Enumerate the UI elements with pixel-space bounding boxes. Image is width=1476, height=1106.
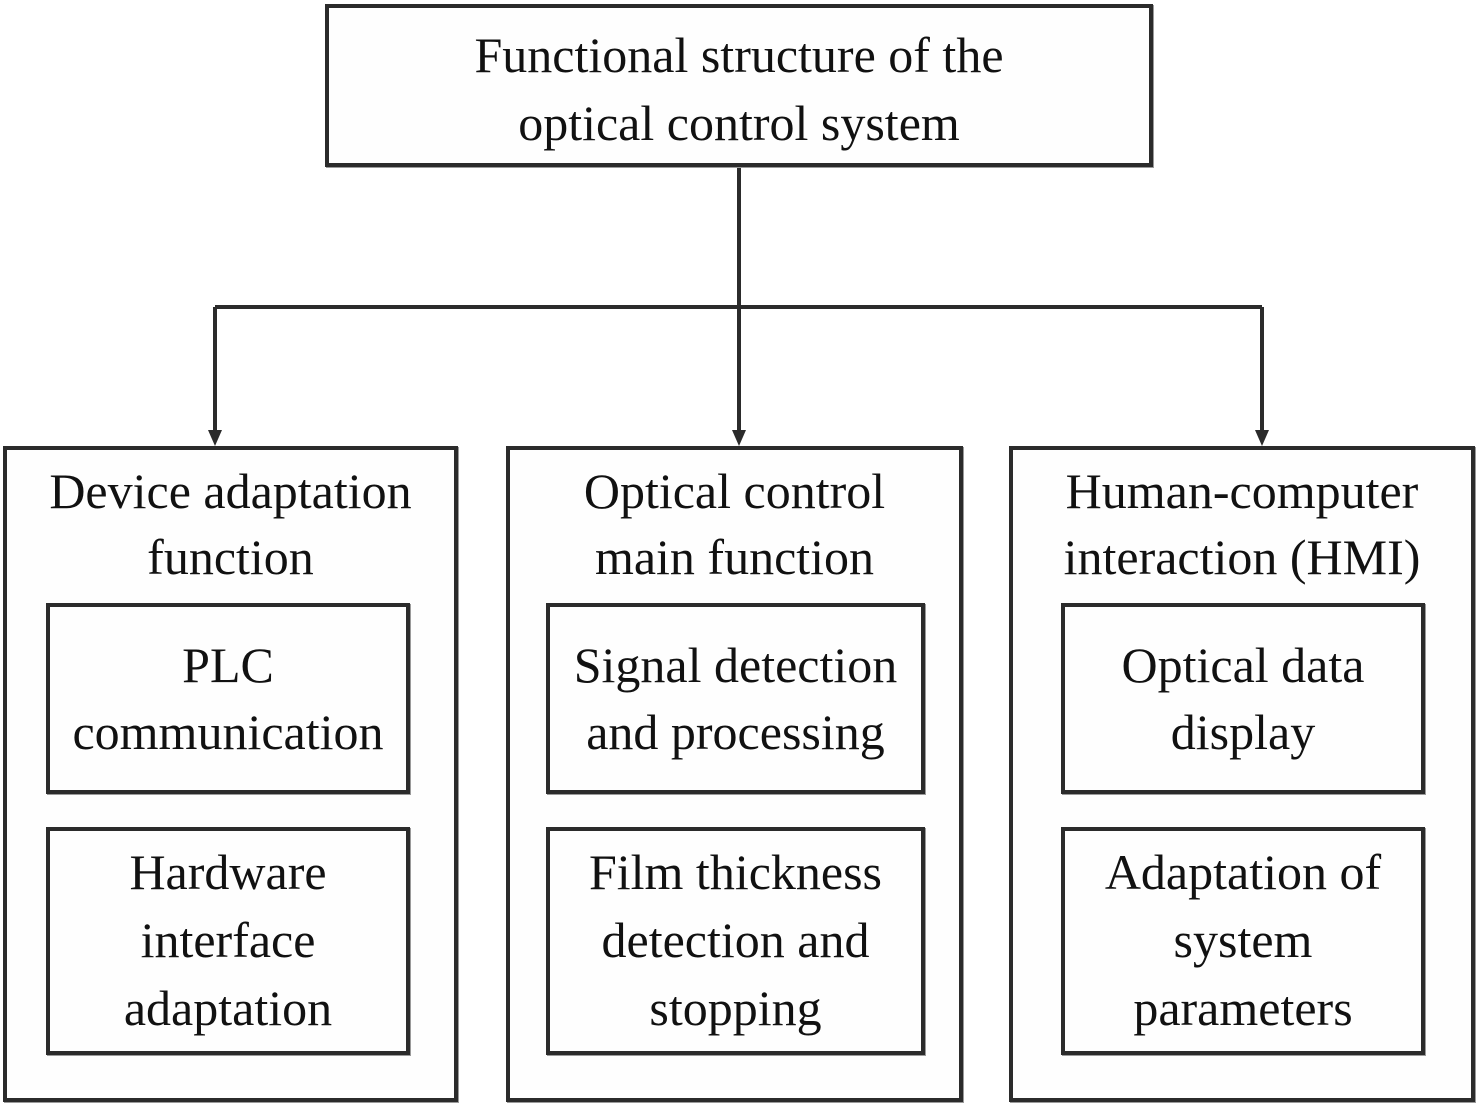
node-label-line-1: Hardware bbox=[129, 844, 327, 900]
node-optical-data-display: Optical data display bbox=[1061, 603, 1425, 794]
branch-title-line-2: function bbox=[147, 529, 314, 585]
node-label-line-2: display bbox=[1170, 704, 1316, 760]
node-label-line-3: adaptation bbox=[123, 980, 333, 1036]
node-hardware-interface-adaptation: Hardware interface adaptation bbox=[46, 827, 410, 1055]
node-label-line-3: stopping bbox=[649, 980, 822, 1036]
node-signal-detection-processing: Signal detection and processing bbox=[546, 603, 925, 794]
node-adaptation-system-parameters: Adaptation of system parameters bbox=[1061, 827, 1425, 1055]
root-box: Functional structure of the optical cont… bbox=[325, 4, 1153, 167]
node-label-line-1: PLC bbox=[182, 637, 274, 693]
node-label-line-3: parameters bbox=[1133, 980, 1353, 1036]
root-label-line-1: Functional structure of the bbox=[474, 27, 1004, 83]
branch-title-line-1: Device adaptation bbox=[49, 463, 412, 519]
branch-title-line-2: interaction (HMI) bbox=[1063, 529, 1421, 585]
arrowhead-left bbox=[208, 430, 222, 446]
node-label-line-2: detection and bbox=[601, 912, 870, 968]
node-plc-communication: PLC communication bbox=[46, 603, 410, 794]
node-film-thickness-detection: Film thickness detection and stopping bbox=[546, 827, 925, 1055]
node-label-line-1: Optical data bbox=[1121, 637, 1365, 693]
branch-title-line-2: main function bbox=[594, 529, 875, 585]
node-label-line-1: Film thickness bbox=[588, 844, 883, 900]
branch-title-line-1: Human-computer bbox=[1065, 463, 1419, 519]
arrowhead-right bbox=[1255, 430, 1269, 446]
node-label-line-2: interface bbox=[140, 912, 316, 968]
node-label-line-2: and processing bbox=[586, 704, 885, 760]
node-label-line-2: system bbox=[1173, 912, 1313, 968]
node-label-line-1: Adaptation of bbox=[1104, 844, 1382, 900]
node-label-line-1: Signal detection bbox=[573, 637, 898, 693]
root-label-line-2: optical control system bbox=[518, 95, 960, 151]
branch-title-line-1: Optical control bbox=[583, 463, 886, 519]
arrowhead-center bbox=[732, 430, 746, 446]
node-label-line-2: communication bbox=[72, 704, 384, 760]
